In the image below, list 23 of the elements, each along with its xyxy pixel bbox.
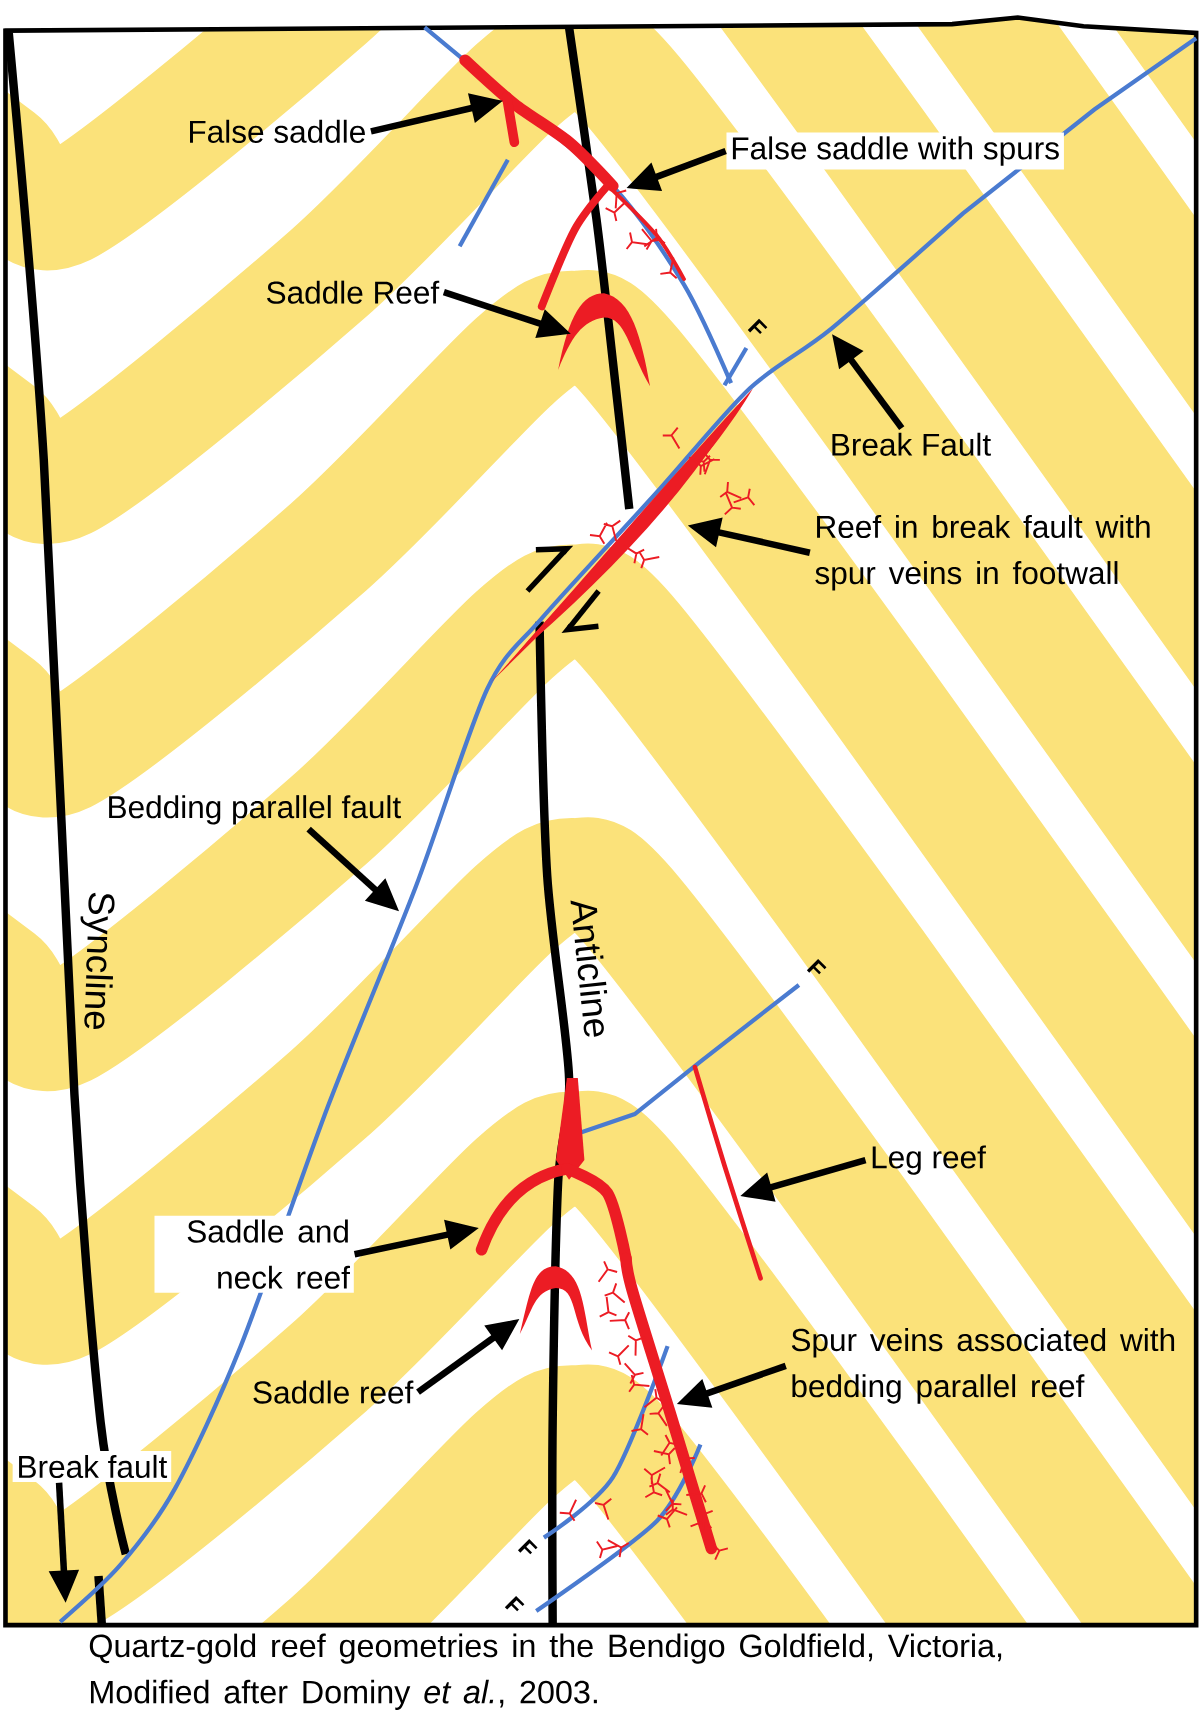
saddle-reef <box>558 293 651 387</box>
callout-label: Spur veins associated with bedding parallel reef <box>792 1328 1175 1404</box>
caption: Quartz-gold reef geometries in the Bendigo Goldfield, Victoria, Modified after Dominy et al., 2003. <box>90 1633 1002 1710</box>
callout-label: Saddle Reef <box>267 280 440 304</box>
callout-label: False saddle with spurs <box>726 132 1065 170</box>
callout-label: Reef in break fault with spur veins in footwall <box>815 514 1150 591</box>
callout-label: Break Fault <box>832 432 992 456</box>
fold-axis-label: Anticline <box>570 900 608 1037</box>
fold-axis-label: Syncline <box>80 892 115 1029</box>
saddle-reef <box>520 1266 593 1351</box>
callout-label: Bedding parallel fault <box>109 795 402 825</box>
callout-label: Saddle reef <box>253 1380 414 1404</box>
fault-label: F <box>505 1595 525 1612</box>
callout-label: Break fault <box>12 1451 172 1482</box>
callout-label: Saddle and neck reef <box>154 1215 355 1293</box>
reef-vein <box>538 182 687 311</box>
reef-vein <box>692 1064 764 1281</box>
fault-label: F <box>748 318 768 335</box>
callout-label: Leg reef <box>872 1145 987 1175</box>
fault-label: F <box>807 959 827 975</box>
reef-vein <box>459 54 619 192</box>
fault-label: F <box>518 1539 538 1555</box>
callout-label: False saddle <box>190 119 366 143</box>
